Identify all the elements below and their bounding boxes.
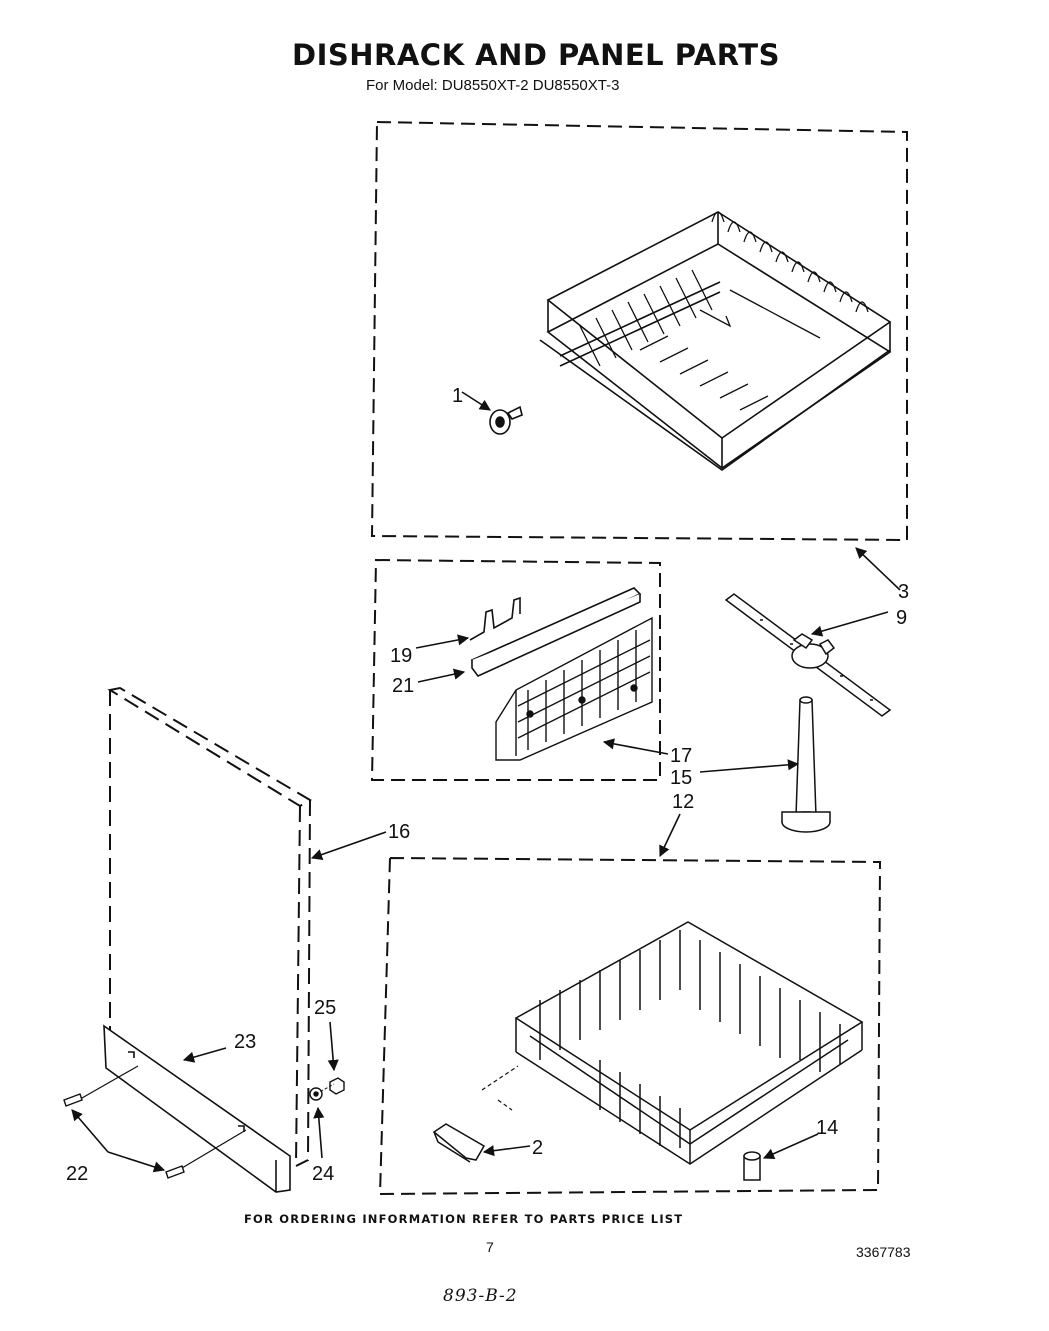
callout-25: 25 — [314, 997, 336, 1019]
part-9-spray-arm — [724, 593, 892, 717]
part-1-rack-roller — [489, 405, 523, 435]
part-23-access-panel — [103, 1024, 291, 1193]
middle-dashed-outline — [370, 558, 661, 781]
document-number: 3367783 — [856, 1244, 911, 1260]
callout-16: 16 — [388, 821, 410, 843]
lower-rack-group — [378, 856, 882, 1196]
model-subtitle: For Model: DU8550XT-2 DU8550XT-3 — [366, 77, 620, 94]
upper-rack-group — [370, 120, 908, 542]
callout-23: 23 — [234, 1031, 256, 1053]
lower-rack-dashed-outline — [378, 856, 882, 1196]
part-14-rack-stop — [743, 1151, 761, 1181]
callout-24: 24 — [312, 1163, 334, 1185]
upper-rack-dashed-outline — [370, 120, 908, 542]
handwritten-note: 893-B-2 — [443, 1286, 518, 1306]
callout-12: 12 — [672, 791, 694, 813]
part-25-nut — [329, 1077, 345, 1095]
callout-22: 22 — [66, 1163, 88, 1185]
callout-1: 1 — [452, 385, 463, 407]
callout-15: 15 — [670, 767, 692, 789]
part-17-silverware-basket — [495, 616, 653, 761]
ordering-note: FOR ORDERING INFORMATION REFER TO PARTS … — [244, 1212, 684, 1226]
callout-19: 19 — [390, 645, 412, 667]
part-21-rack-strip — [470, 587, 642, 677]
page-number: 7 — [486, 1239, 494, 1255]
part-16-door-panel — [107, 686, 312, 1167]
callout-2: 2 — [532, 1137, 543, 1159]
lower-dishrack — [514, 921, 864, 1165]
page-title: DISHRACK AND PANEL PARTS — [292, 38, 780, 72]
part-2-rack-bumper — [432, 1123, 486, 1163]
upper-rack-tines — [579, 211, 869, 411]
upper-dishrack — [539, 211, 892, 471]
silverware-basket-group — [370, 558, 661, 781]
callout-3: 3 — [898, 581, 909, 603]
callout-21: 21 — [392, 675, 414, 697]
part-22-screws — [63, 1093, 185, 1179]
callout-14: 14 — [816, 1117, 838, 1139]
part-15-spray-tower — [781, 696, 831, 833]
part-19-clip — [469, 596, 521, 641]
callout-9: 9 — [896, 607, 907, 629]
callout-17: 17 — [670, 745, 692, 767]
